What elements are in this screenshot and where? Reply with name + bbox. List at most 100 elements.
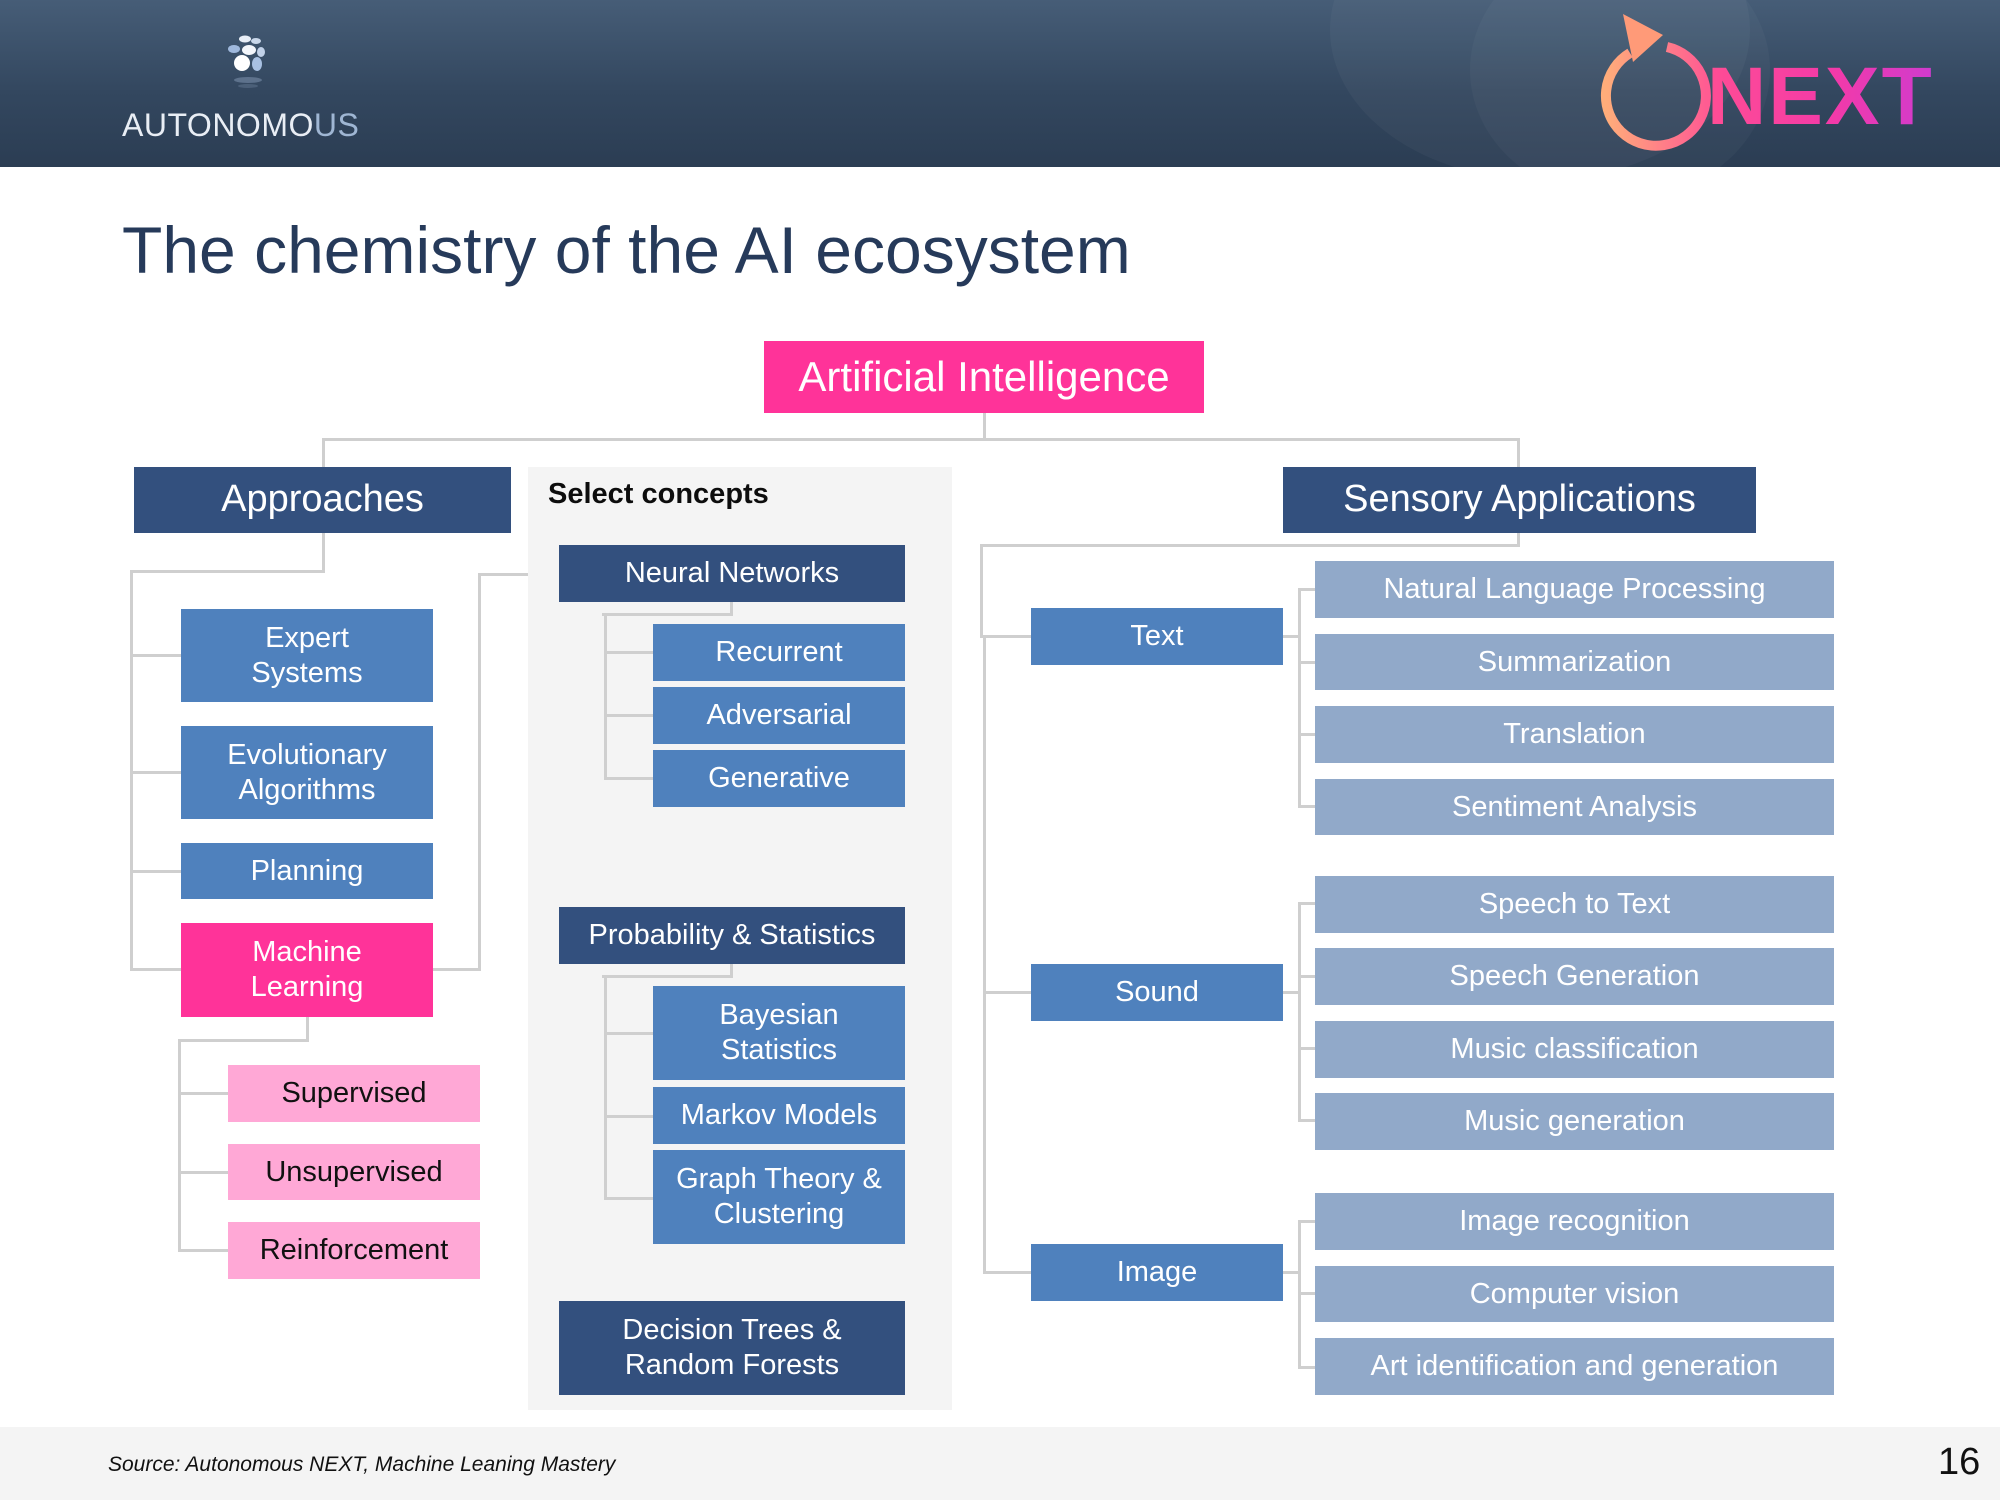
connector-line (1298, 1220, 1315, 1223)
connector-line (604, 777, 653, 780)
circular-arrow-icon (1600, 14, 1711, 151)
node-expert-systems: Expert Systems (181, 609, 433, 702)
connector-line (1298, 588, 1315, 591)
connector-line (604, 1197, 653, 1200)
connector-line (1298, 902, 1301, 1122)
node-generative: Generative (653, 750, 905, 807)
node-adversarial: Adversarial (653, 687, 905, 744)
select-concepts-heading: Select concepts (548, 478, 769, 510)
approaches-heading: Approaches (134, 467, 511, 533)
node-decision-trees-random-forests: Decision Trees & Random Forests (559, 1301, 905, 1395)
sensory-applications-heading: Sensory Applications (1283, 467, 1756, 533)
node-machine-learning: Machine Learning (181, 923, 433, 1017)
connector-line (1298, 975, 1315, 978)
connector-line (130, 968, 181, 971)
connector-line (130, 570, 325, 573)
connector-line (478, 573, 481, 971)
connector-line (983, 991, 1031, 994)
node-summarization: Summarization (1315, 634, 1834, 690)
connector-line (322, 533, 325, 572)
node-markov-models: Markov Models (653, 1087, 905, 1144)
connector-line (322, 438, 1520, 441)
connector-line (322, 438, 325, 467)
node-neural-networks: Neural Networks (559, 545, 905, 602)
connector-line (602, 613, 733, 616)
connector-line (130, 771, 181, 774)
connector-line (1298, 1292, 1315, 1295)
autonomous-logo: AUTONOMOUS (118, 30, 378, 145)
node-recurrent: Recurrent (653, 624, 905, 681)
connector-line (178, 1092, 228, 1095)
page-title: The chemistry of the AI ecosystem (122, 213, 1131, 287)
page-number: 16 (1938, 1441, 1981, 1483)
node-supervised: Supervised (228, 1065, 480, 1122)
node-graph-theory-clustering: Graph Theory & Clustering (653, 1150, 905, 1244)
connector-line (1283, 635, 1300, 638)
node-speech-to-text: Speech to Text (1315, 876, 1834, 933)
connector-line (1298, 588, 1301, 808)
node-planning: Planning (181, 843, 433, 899)
connector-line (433, 968, 481, 971)
node-image-recognition: Image recognition (1315, 1193, 1834, 1250)
connector-line (983, 413, 986, 440)
source-note: Source: Autonomous NEXT, Machine Leaning… (108, 1453, 616, 1476)
node-sound: Sound (1031, 964, 1283, 1021)
node-speech-generation: Speech Generation (1315, 948, 1834, 1005)
connector-line (1283, 991, 1300, 994)
node-unsupervised: Unsupervised (228, 1144, 480, 1200)
connector-line (130, 870, 181, 873)
connector-line (983, 1271, 1031, 1274)
connector-line (980, 635, 1031, 638)
connector-line (604, 613, 607, 779)
connector-line (178, 1249, 228, 1252)
connector-line (1517, 533, 1520, 547)
next-wordmark: NEXT (1707, 51, 1934, 142)
connector-line (306, 1017, 309, 1041)
connector-line (1517, 438, 1520, 467)
connector-line (1298, 1047, 1315, 1050)
connector-line (604, 714, 653, 717)
node-text: Text (1031, 608, 1283, 665)
connector-line (130, 654, 181, 657)
connector-line (178, 1039, 309, 1042)
connector-line (478, 573, 528, 576)
wordmark-main: AUTONOMO (122, 107, 314, 143)
connector-line (980, 544, 983, 638)
connector-line (1298, 661, 1315, 664)
node-art-identification-generation: Art identification and generation (1315, 1338, 1834, 1395)
node-evolutionary-algorithms: Evolutionary Algorithms (181, 726, 433, 819)
node-music-generation: Music generation (1315, 1093, 1834, 1150)
node-translation: Translation (1315, 706, 1834, 763)
wordmark-tail: US (313, 107, 360, 143)
node-natural-language-processing: Natural Language Processing (1315, 561, 1834, 618)
connector-line (1298, 733, 1315, 736)
node-image: Image (1031, 1244, 1283, 1301)
node-reinforcement: Reinforcement (228, 1222, 480, 1279)
connector-line (1298, 902, 1315, 905)
connector-line (178, 1039, 181, 1252)
connector-line (1298, 1119, 1315, 1122)
connector-line (602, 975, 733, 978)
header-banner: AUTONOMOUS NEXT (0, 0, 2000, 167)
root-node-artificial-intelligence: Artificial Intelligence (764, 341, 1204, 413)
connector-line (1298, 805, 1315, 808)
node-computer-vision: Computer vision (1315, 1266, 1834, 1322)
connector-line (604, 1032, 653, 1035)
node-music-classification: Music classification (1315, 1021, 1834, 1078)
connector-line (730, 602, 733, 616)
node-sentiment-analysis: Sentiment Analysis (1315, 779, 1834, 835)
next-logo: NEXT (1575, 10, 1932, 155)
connector-line (1298, 1366, 1315, 1369)
connector-line (178, 1171, 228, 1174)
footer-bar (0, 1427, 2000, 1500)
node-probability-statistics: Probability & Statistics (559, 907, 905, 964)
connector-line (730, 964, 733, 978)
autonomous-wordmark: AUTONOMOUS (122, 107, 359, 144)
connector-line (604, 651, 653, 654)
node-bayesian-statistics: Bayesian Statistics (653, 986, 905, 1080)
connector-line (1283, 1271, 1300, 1274)
dotted-sphere-icon (228, 35, 265, 88)
connector-line (604, 1115, 653, 1118)
connector-line (980, 544, 1520, 547)
connector-line (130, 570, 133, 971)
